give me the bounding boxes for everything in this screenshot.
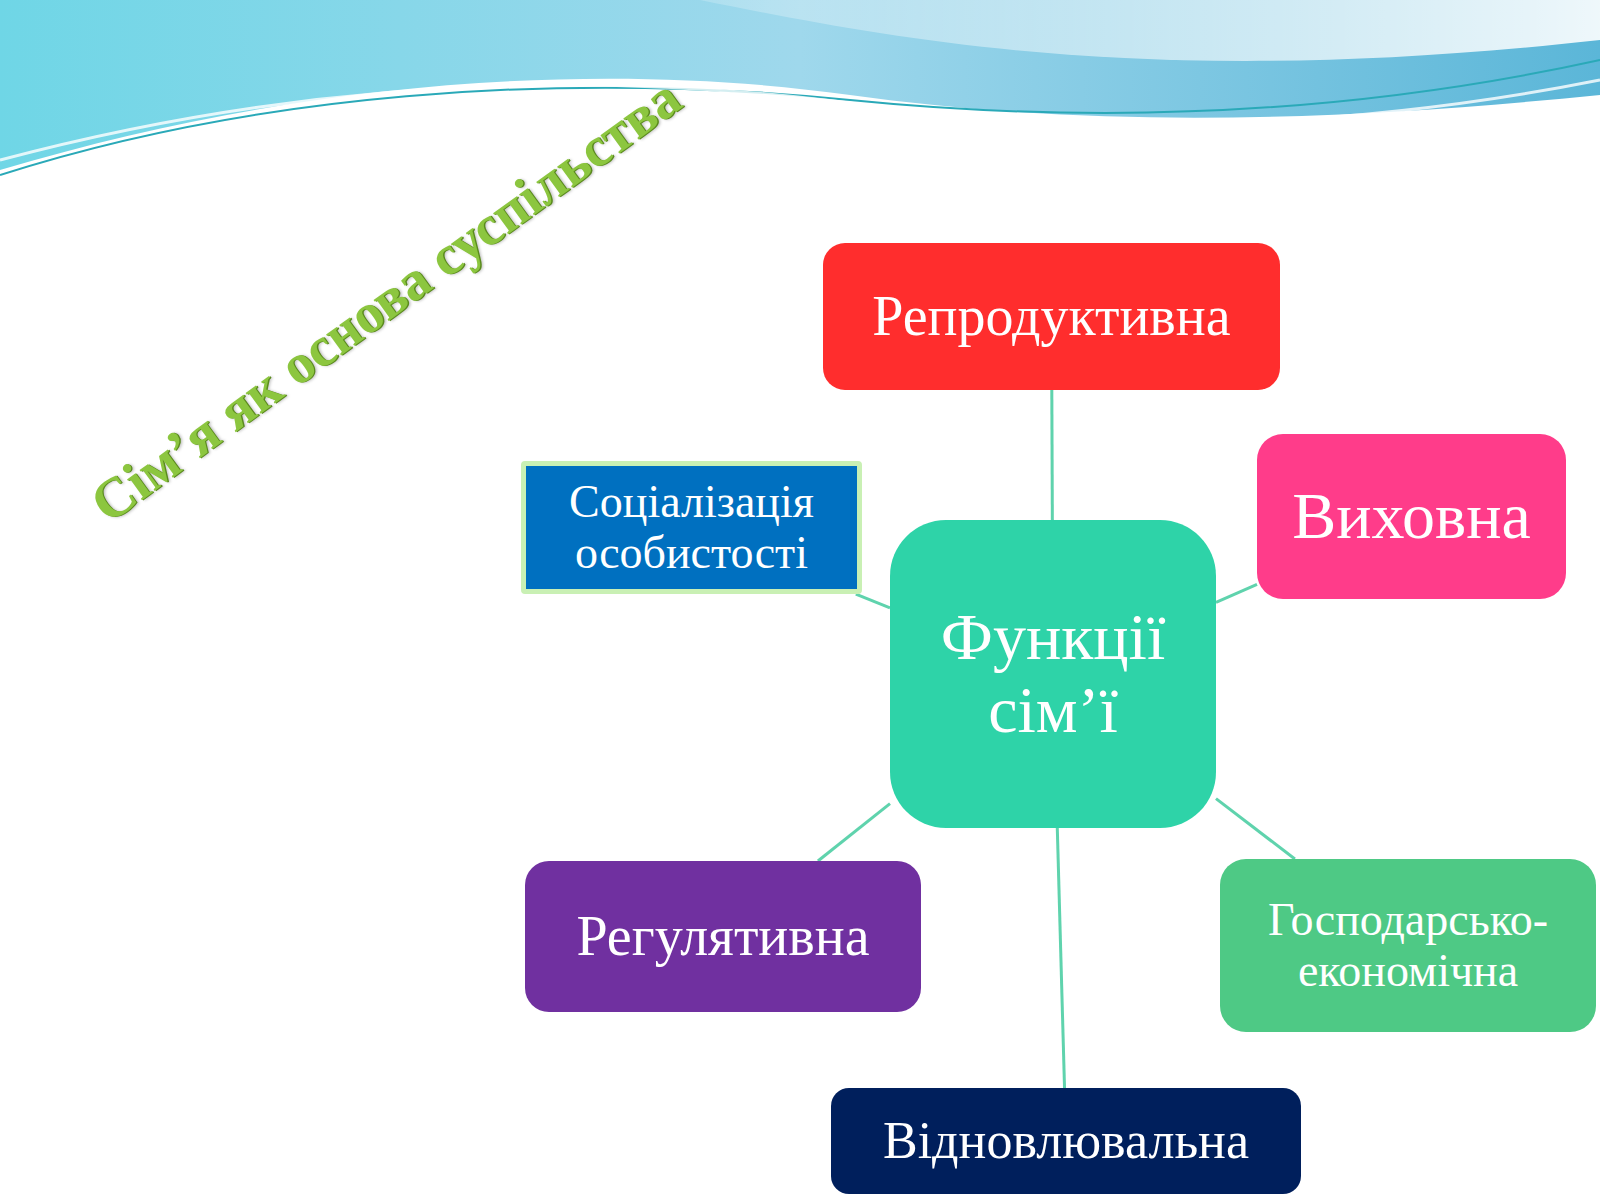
- connector-line: [1057, 828, 1064, 1088]
- node-label: Відновлювальна: [883, 1112, 1249, 1169]
- wave-band: [0, 0, 1600, 170]
- wave-line: [0, 60, 1600, 175]
- wave-line: [0, 80, 1600, 160]
- hub-box: Функції сім’ї: [890, 520, 1216, 828]
- function-box: Господарсько-економічна: [1220, 859, 1596, 1032]
- function-box: Соціалізація особистості: [521, 461, 862, 594]
- function-box: Репродуктивна: [823, 243, 1280, 390]
- connector-line: [856, 594, 890, 608]
- function-box: Регулятивна: [525, 861, 921, 1012]
- connector-line: [1050, 390, 1054, 520]
- connector-line: [1216, 799, 1295, 859]
- function-box: Відновлювальна: [831, 1088, 1301, 1194]
- function-box: Виховна: [1257, 434, 1566, 599]
- node-label: Соціалізація особистості: [542, 477, 841, 578]
- connector-line: [818, 804, 890, 861]
- node-label: Функції сім’ї: [911, 601, 1195, 746]
- wave-highlight: [700, 0, 1600, 61]
- node-label: Виховна: [1292, 480, 1531, 553]
- connector-line: [1216, 584, 1257, 602]
- node-label: Репродуктивна: [872, 286, 1230, 348]
- node-label: Господарсько-економічна: [1241, 895, 1575, 996]
- node-label: Регулятивна: [576, 906, 869, 968]
